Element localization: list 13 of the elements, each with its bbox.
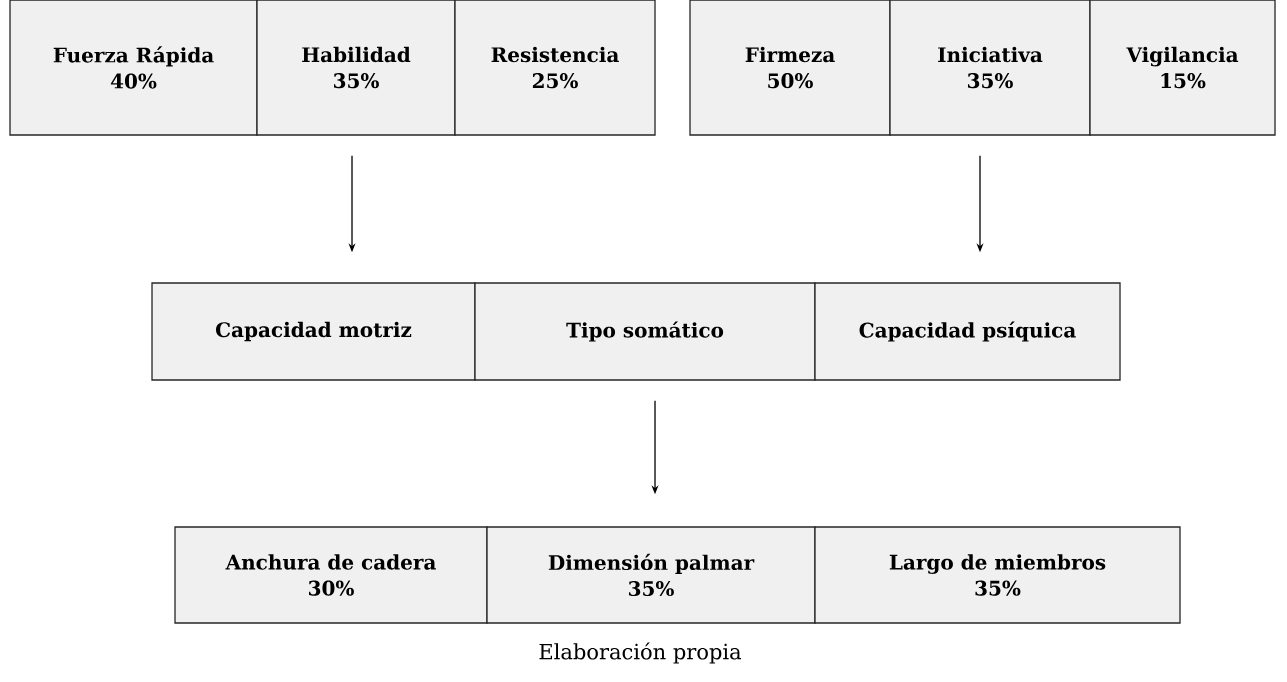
- table-cell: Vigilancia 15%: [1089, 0, 1276, 136]
- table-cell: Anchura de cadera 30%: [174, 526, 488, 624]
- table-cell: Tipo somático: [474, 282, 816, 381]
- table-cell: Firmeza 50%: [689, 0, 891, 136]
- table-cell: Habilidad 35%: [256, 0, 456, 136]
- table-cell: Dimensión palmar 35%: [486, 526, 816, 624]
- table-cell: Fuerza Rápida 40%: [9, 0, 258, 136]
- table-cell: Iniciativa 35%: [889, 0, 1091, 136]
- table-cell: Resistencia 25%: [454, 0, 656, 136]
- table-cell: Capacidad motriz: [151, 282, 476, 381]
- table-cell: Capacidad psíquica: [814, 282, 1121, 381]
- table-cell: Largo de miembros 35%: [814, 526, 1181, 624]
- caption: Elaboración propia: [539, 642, 742, 664]
